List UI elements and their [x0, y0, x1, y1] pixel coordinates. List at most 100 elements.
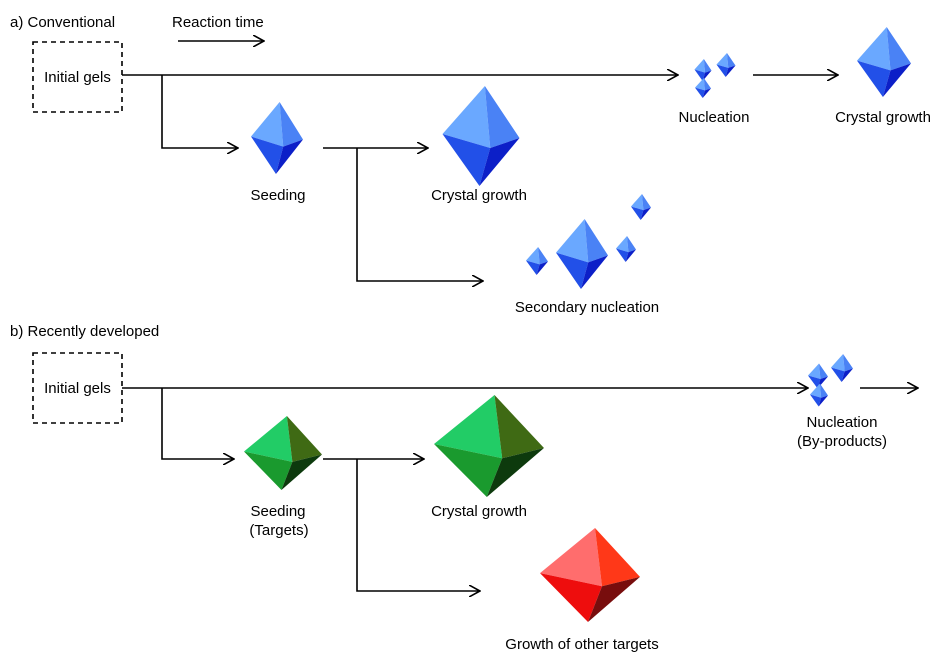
seeding-label-b: Seeding — [250, 503, 305, 520]
crystal-face — [716, 64, 729, 77]
crystal-face — [584, 219, 608, 263]
crystal-face — [695, 78, 705, 91]
crystal-face — [642, 194, 651, 211]
crystal-icon — [556, 219, 608, 289]
crystal-face — [631, 206, 644, 220]
crystal-face — [819, 383, 828, 398]
crystal-face — [857, 27, 891, 71]
crystal-face — [725, 65, 736, 77]
crystal-face — [281, 454, 322, 490]
crystal-face — [808, 363, 821, 379]
initial-gels-box-a — [32, 41, 123, 113]
crystal-icon — [695, 78, 711, 98]
crystal-face — [857, 60, 891, 97]
crystal-icon — [540, 528, 640, 622]
section-b-label: b) Recently developed — [10, 323, 159, 340]
crystal-face — [703, 78, 711, 91]
crystal-face — [616, 236, 629, 253]
section-a-label: a) Conventional — [10, 14, 115, 31]
crystal-icon — [857, 27, 911, 97]
crystal-face — [442, 134, 491, 186]
initial-gels-box-b — [32, 352, 123, 424]
crystal-icon — [526, 247, 548, 275]
crystal-face — [843, 354, 853, 372]
crystal-icon — [831, 354, 853, 382]
crystal-face — [694, 59, 706, 73]
crystal-face — [526, 247, 540, 265]
crystal-face — [810, 394, 822, 407]
secondary-nucleation-label-a: Secondary nucleation — [515, 299, 659, 316]
initial-gels-label-a: Initial gels — [44, 69, 111, 86]
crystal-face — [536, 261, 548, 275]
other-targets-branch-arrow-b — [356, 459, 480, 591]
crystal-face — [588, 576, 640, 622]
crystal-face — [640, 207, 651, 220]
crystal-face — [831, 367, 845, 382]
crystal-growth-label-a: Crystal growth — [431, 187, 527, 204]
crystal-face — [556, 252, 589, 289]
nucleation-label-a: Nucleation — [679, 109, 750, 126]
crystal-face — [694, 69, 706, 81]
crystal-face — [279, 102, 303, 147]
crystal-face — [625, 249, 636, 262]
crystal-face — [703, 59, 712, 73]
crystal-icon — [631, 194, 651, 220]
crystal-face — [434, 443, 503, 497]
crystal-face — [831, 354, 845, 372]
crystal-face — [616, 248, 629, 262]
crystal-icon — [694, 59, 712, 81]
crystal-growth-label-a-top: Crystal growth — [835, 109, 931, 126]
crystal-face — [810, 383, 822, 398]
seeding-branch-arrow-b — [161, 388, 234, 459]
crystal-face — [702, 70, 712, 81]
targets-label-b: (Targets) — [249, 522, 308, 539]
crystal-face — [484, 86, 520, 148]
crystal-icon — [810, 383, 828, 407]
crystal-face — [716, 53, 729, 68]
crystal-face — [538, 247, 548, 265]
seeding-label-a: Seeding — [250, 187, 305, 204]
crystal-icon — [808, 363, 828, 389]
reaction-time-label: Reaction time — [172, 14, 264, 31]
crystal-face — [494, 395, 544, 459]
crystal-face — [886, 27, 911, 71]
crystal-face — [818, 395, 828, 407]
crystal-icon — [434, 395, 544, 497]
crystal-face — [556, 219, 589, 263]
crystal-face — [526, 260, 540, 275]
crystal-face — [286, 416, 322, 462]
crystal-icon — [244, 416, 322, 490]
crystal-face — [540, 573, 602, 622]
crystal-face — [434, 395, 503, 459]
crystal-icon — [251, 102, 303, 174]
crystal-face — [627, 236, 636, 253]
secondary-branch-arrow-a — [356, 148, 483, 281]
crystal-growth-label-b: Crystal growth — [431, 503, 527, 520]
crystal-face — [631, 194, 644, 211]
crystal-face — [695, 87, 705, 98]
crystal-face — [244, 451, 293, 490]
crystal-face — [244, 416, 293, 462]
crystal-face — [726, 53, 736, 68]
crystal-icon — [616, 236, 636, 262]
crystal-face — [841, 368, 853, 382]
crystal-face — [442, 86, 491, 148]
crystal-icon — [716, 53, 736, 77]
crystal-face — [479, 138, 520, 186]
crystal-face — [595, 528, 640, 587]
crystal-face — [819, 363, 828, 379]
crystal-face — [275, 139, 303, 174]
by-products-label-b: (By-products) — [797, 433, 887, 450]
growth-other-targets-label-b: Growth of other targets — [505, 636, 658, 652]
crystal-face — [540, 528, 602, 587]
crystal-icon — [442, 86, 520, 186]
crystal-face — [702, 88, 711, 98]
seeding-branch-arrow-a — [161, 75, 238, 148]
crystal-face — [251, 102, 284, 147]
initial-gels-label-b: Initial gels — [44, 380, 111, 397]
crystal-face — [882, 63, 911, 97]
crystal-face — [580, 255, 608, 289]
crystal-face — [808, 375, 821, 389]
